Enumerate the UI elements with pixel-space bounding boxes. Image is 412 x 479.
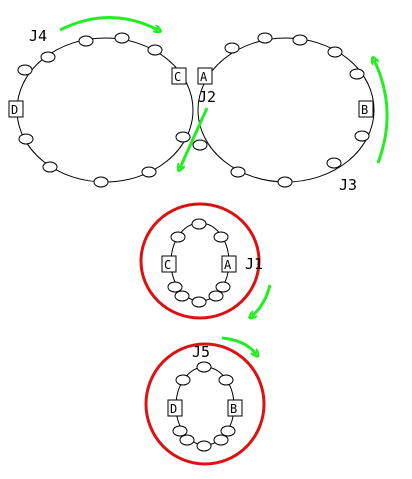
bead: [40, 51, 56, 63]
arrow-j2: [180, 107, 209, 168]
svg-text:B: B: [230, 402, 237, 416]
jump-label-j3: J3: [339, 176, 357, 194]
red-ring-upper: [139, 202, 261, 320]
arrow-j5: [221, 336, 256, 354]
svg-text:D: D: [170, 402, 177, 416]
bead: [114, 32, 130, 44]
bead: [175, 131, 191, 143]
bead: [349, 68, 365, 80]
bead: [326, 157, 342, 169]
right-loop: [197, 37, 375, 183]
label-c-top: C: [171, 67, 187, 85]
bead: [327, 46, 343, 58]
jump-label-j1: J1: [245, 255, 263, 273]
left-loop-beads: [17, 32, 191, 188]
arrow-j4: [59, 16, 158, 31]
bead: [292, 34, 308, 46]
bead: [224, 42, 240, 54]
arrow-j3: [374, 60, 389, 164]
svg-text:C: C: [164, 258, 171, 272]
bead: [141, 166, 157, 178]
jump-label-j2: J2: [198, 88, 216, 106]
svg-text:A: A: [200, 70, 208, 84]
label-b-lower: B: [227, 399, 243, 417]
bead: [257, 32, 273, 44]
bead: [78, 35, 94, 47]
label-d-lower: D: [167, 399, 183, 417]
arrow-j1: [252, 284, 272, 316]
label-b-top: B: [358, 100, 374, 118]
lower-ring-group: D B J5: [144, 336, 266, 466]
jump-label-j4: J4: [29, 27, 47, 45]
bead: [147, 44, 163, 56]
inner-loop-upper-beads: [167, 218, 231, 308]
right-loop-beads: [192, 32, 370, 188]
label-a-upper: A: [221, 255, 237, 273]
red-ring-lower: [144, 342, 266, 466]
svg-text:D: D: [11, 103, 18, 117]
label-c-upper: C: [161, 255, 177, 273]
label-a-top: A: [197, 67, 213, 85]
svg-text:A: A: [224, 258, 232, 272]
middle-ring-group: C A J1: [139, 202, 272, 320]
bead: [192, 139, 208, 151]
bead: [42, 161, 58, 173]
bead: [230, 166, 246, 178]
bead: [277, 176, 293, 188]
svg-text:B: B: [361, 103, 368, 117]
inner-loop-lower-beads: [172, 361, 236, 452]
jump-label-j5: J5: [192, 343, 210, 361]
bead: [93, 176, 109, 188]
bead: [354, 130, 370, 142]
bead: [17, 64, 33, 76]
label-d-top: D: [8, 100, 24, 118]
svg-text:C: C: [174, 70, 181, 84]
top-loops-group: D C A B J4 J2 J3: [8, 16, 389, 194]
bead: [18, 133, 34, 145]
